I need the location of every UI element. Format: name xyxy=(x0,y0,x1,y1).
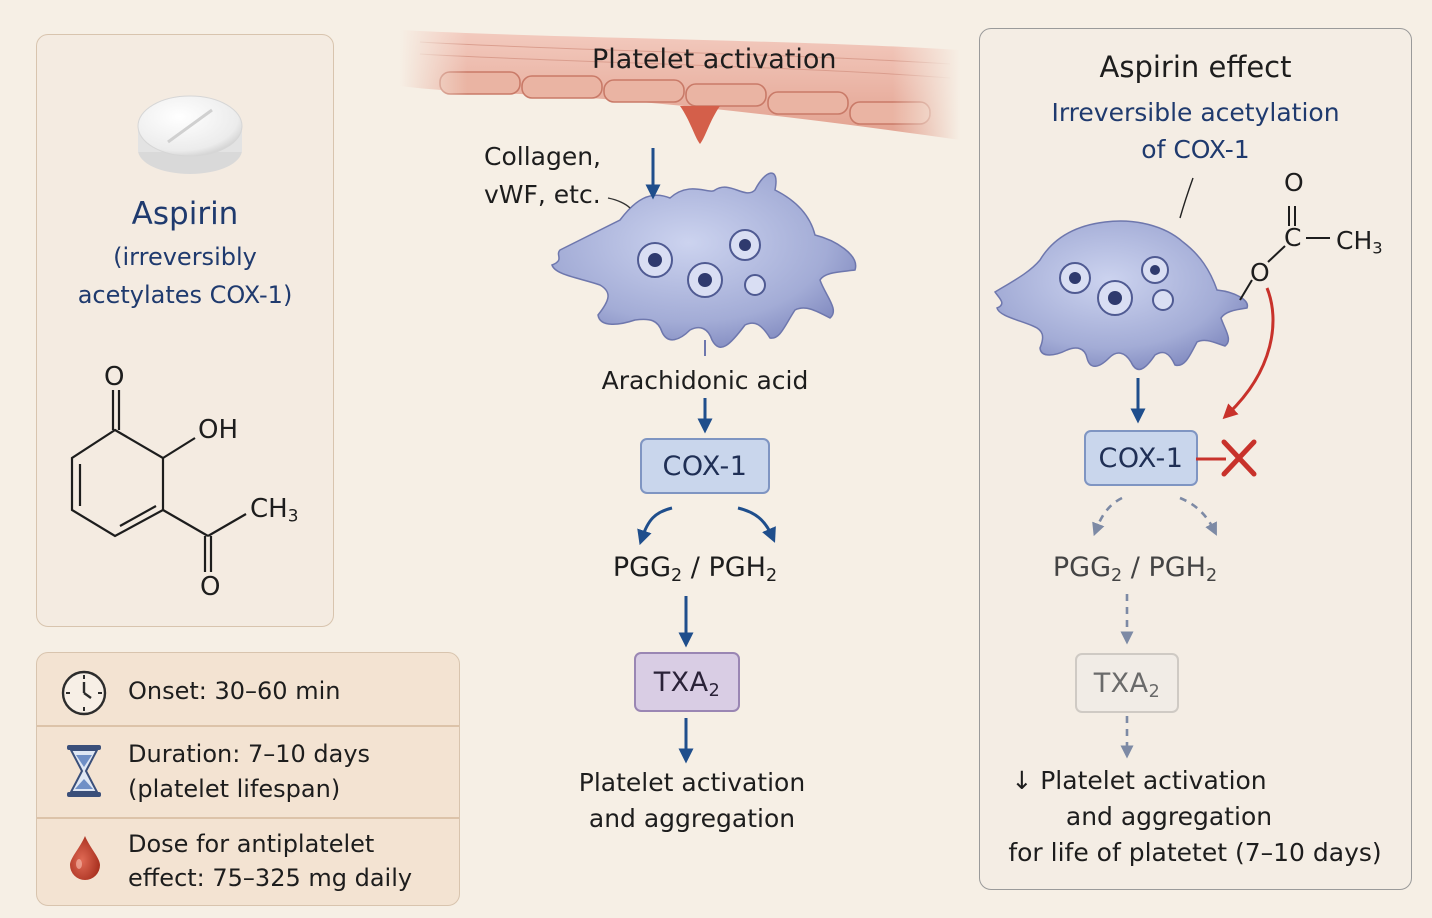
blocked-thromboxane-box: TXA2 xyxy=(1075,653,1179,713)
acetyl-ch3: CH3 xyxy=(1336,226,1383,258)
acetyl-o-top: O xyxy=(1284,168,1304,197)
acetylated-platelet xyxy=(993,220,1249,371)
aspirin-structure xyxy=(70,390,247,572)
acetyl-group-structure xyxy=(1130,177,1330,424)
blocked-intermediates: PGG2 / PGH2 xyxy=(1052,552,1218,586)
pathway-title: Platelet activation xyxy=(592,44,837,75)
trigger-line2: vWF, etc. xyxy=(484,180,601,209)
trigger-line1: Collagen, xyxy=(484,142,602,171)
onset-text: Onset: 30–60 min xyxy=(128,677,341,705)
pharmacokinetics-panel xyxy=(36,652,460,906)
down-arrow-icon: ↓ xyxy=(1011,766,1033,795)
effect-subtitle-line2: of COX-1 xyxy=(1141,135,1250,164)
dose-line2: effect: 75–325 mg daily xyxy=(128,864,413,892)
inhibited-cox1-box: COX-1 xyxy=(1084,430,1198,486)
drug-description-line2: acetylates COX-1) xyxy=(77,281,293,309)
substrate-label: Arachidonic acid xyxy=(601,366,809,395)
pathway-arrows xyxy=(607,148,776,764)
cox1-enzyme-box: COX-1 xyxy=(640,438,770,494)
hourglass-icon xyxy=(67,745,101,797)
outcome-line2: and aggregation xyxy=(588,804,796,833)
effect-title: Aspirin effect xyxy=(1099,50,1292,84)
structure-o-bottom: O xyxy=(200,572,221,602)
reduced-outcome-line3: for life of platetet (7–10 days) xyxy=(1008,838,1382,867)
duration-line1: Duration: 7–10 days xyxy=(128,740,371,768)
aspirin-pill-icon xyxy=(137,95,243,174)
prostaglandin-intermediates: PGG2 / PGH2 xyxy=(612,552,778,586)
acetyl-c: C xyxy=(1284,223,1302,252)
structure-oh: OH xyxy=(198,415,239,445)
clock-icon xyxy=(61,670,107,716)
activated-platelet xyxy=(551,172,857,356)
drug-description-line1: (irreversibly xyxy=(113,243,257,271)
structure-ch3: CH3 xyxy=(250,494,299,526)
blood-drop-icon xyxy=(70,836,100,880)
inhibition-x-icon xyxy=(1196,439,1257,477)
reduced-outcome-line1: ↓ Platelet activation xyxy=(1011,766,1267,795)
duration-line2: (platelet lifespan) xyxy=(128,775,341,803)
thromboxane-box: TXA2 xyxy=(634,652,740,712)
dose-line1: Dose for antiplatelet xyxy=(128,830,375,858)
outcome-line1: Platelet activation xyxy=(578,768,806,797)
acetyl-o-link: O xyxy=(1250,258,1270,287)
effect-subtitle-line1: Irreversible acetylation xyxy=(1051,98,1340,127)
drug-name: Aspirin xyxy=(131,196,239,232)
reduced-outcome-line2: and aggregation xyxy=(1065,802,1273,831)
endothelium-tissue xyxy=(400,20,960,160)
structure-o-top: O xyxy=(104,362,125,392)
blocked-pathway-arrows xyxy=(1092,496,1217,759)
